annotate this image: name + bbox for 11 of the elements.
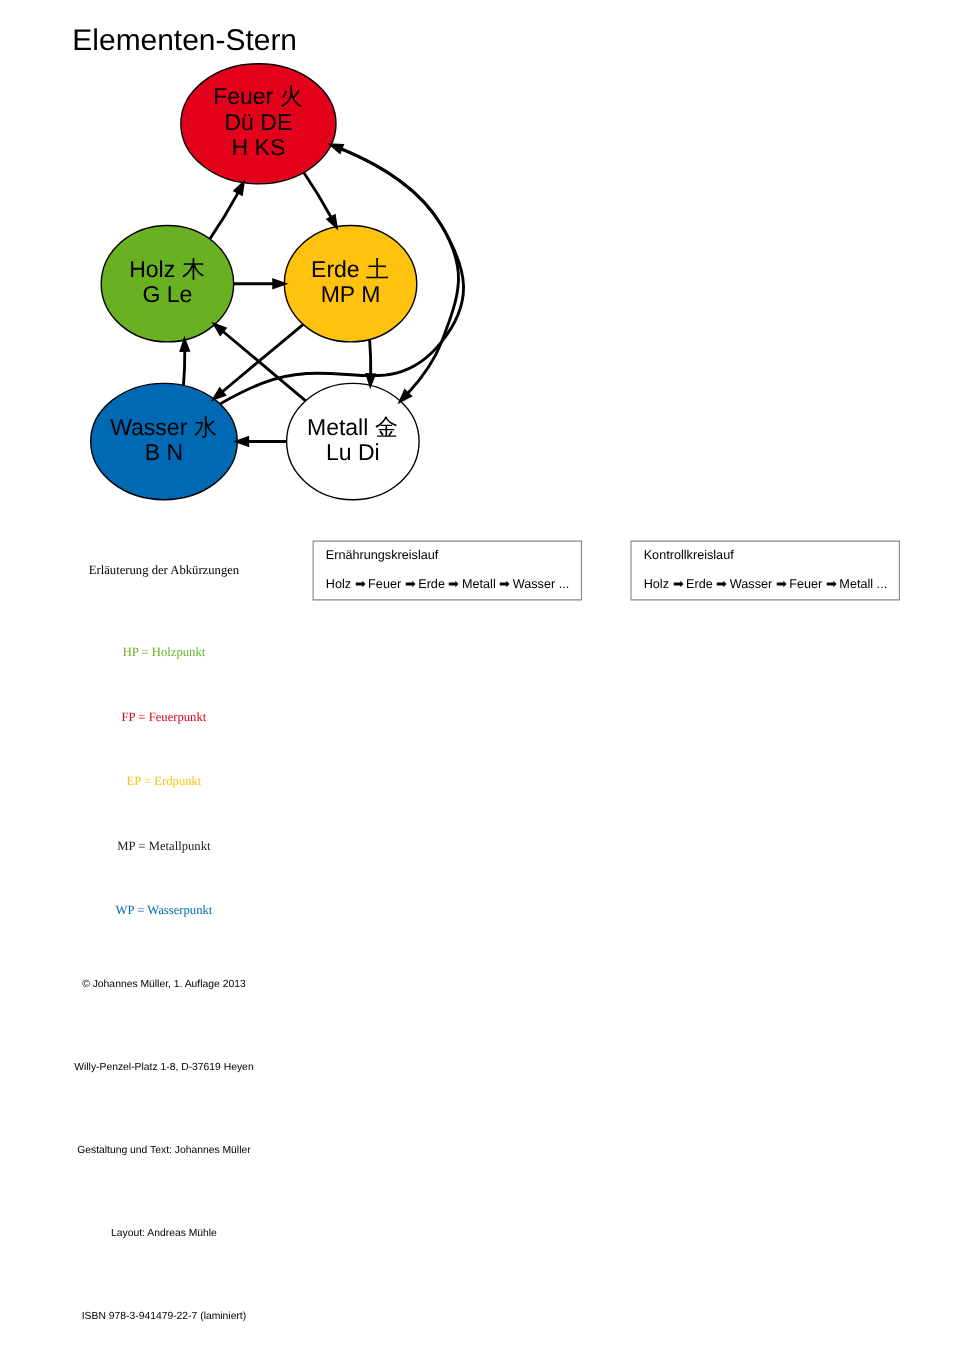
arrow: [232, 435, 286, 448]
node-ellipse: Erde 土 MP M: [282, 224, 417, 343]
node-ellipse: Metall 金 Lu Di: [284, 382, 419, 501]
arrow: [301, 171, 338, 231]
diagram-title: Elementen-Stern: [71, 23, 297, 58]
node-ellipse: Holz 木 G Le: [99, 224, 234, 343]
arrow: [207, 179, 245, 240]
node-ellipse: Feuer 火 Dü DE H KS: [179, 63, 336, 185]
arrow: [232, 278, 288, 290]
arrow: [178, 335, 190, 386]
arrow: [218, 143, 464, 406]
